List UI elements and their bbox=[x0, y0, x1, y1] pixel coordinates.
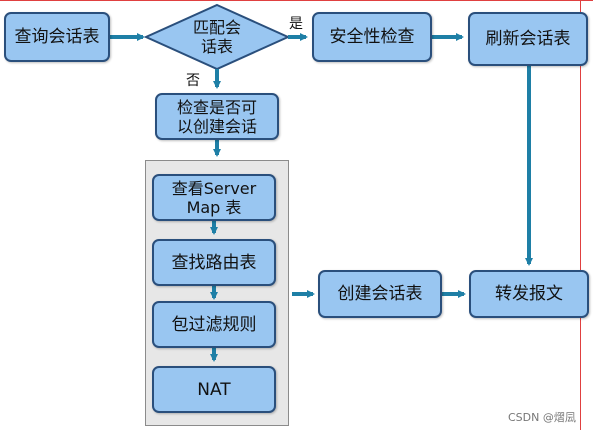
node-lookup-server-map: 查看Server Map 表 bbox=[152, 174, 276, 221]
node-nat: NAT bbox=[152, 366, 276, 413]
watermark: CSDN @熠凨 bbox=[508, 411, 576, 424]
edge-label-no: 否 bbox=[186, 73, 200, 89]
node-create-session-table: 创建会话表 bbox=[318, 270, 442, 318]
node-lookup-route-table: 查找路由表 bbox=[152, 239, 276, 286]
edge-label-yes: 是 bbox=[289, 16, 303, 32]
right-border-line bbox=[580, 0, 581, 430]
node-query-session-table: 查询会话表 bbox=[4, 12, 110, 62]
node-match-session-table: 匹配会 话表 bbox=[192, 18, 241, 56]
node-refresh-session-table: 刷新会话表 bbox=[468, 12, 588, 66]
node-packet-filter-rules: 包过滤规则 bbox=[152, 301, 276, 348]
node-forward-packet: 转发报文 bbox=[469, 270, 589, 318]
node-security-check: 安全性检查 bbox=[312, 12, 432, 62]
node-check-can-create-session: 检查是否可 以创建会话 bbox=[155, 93, 279, 140]
top-border-line bbox=[0, 0, 593, 1]
